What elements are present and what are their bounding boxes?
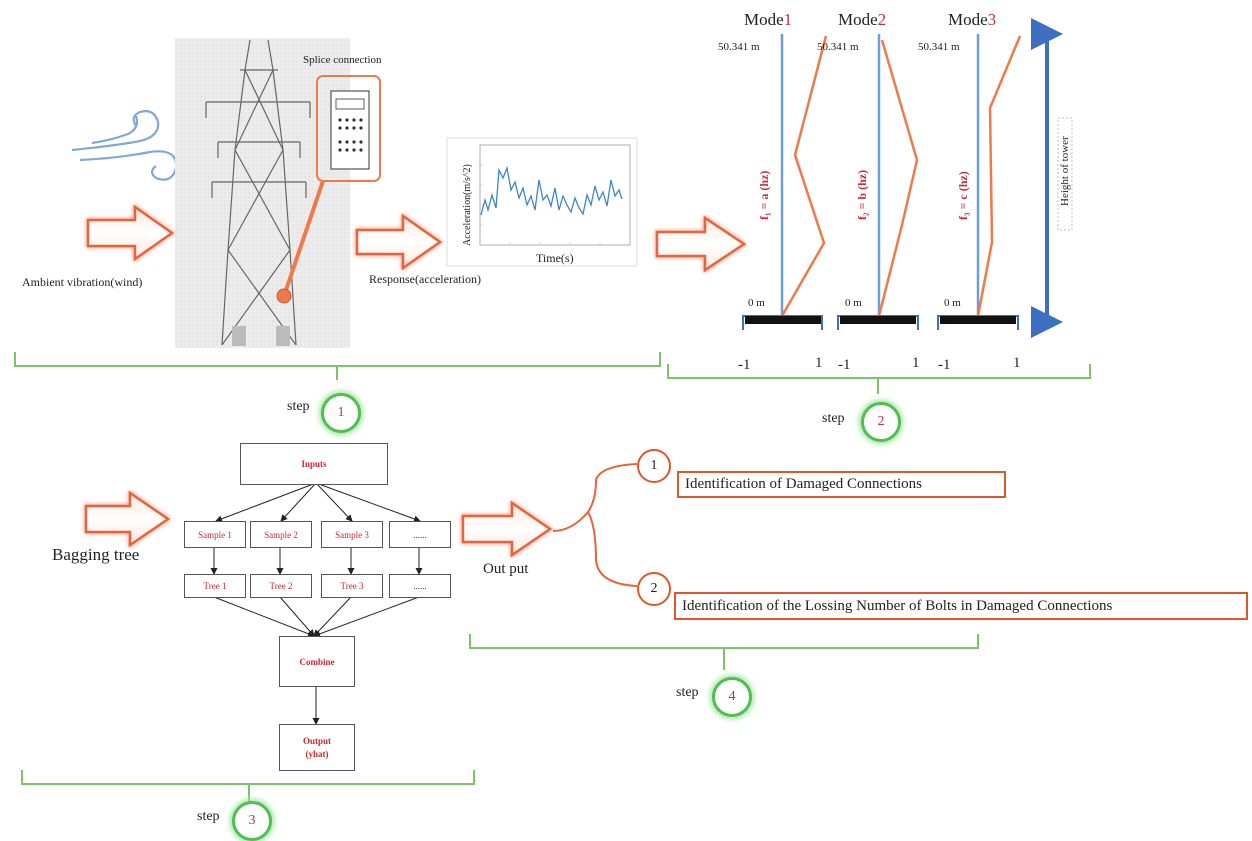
mode-2-axis-max: 1 bbox=[912, 355, 920, 371]
arrow-tower-to-response bbox=[355, 213, 443, 271]
output-2-number: 2 bbox=[650, 581, 658, 596]
tree-3-box: Tree 3 bbox=[321, 574, 383, 598]
step-3-badge: 3 bbox=[232, 801, 272, 841]
output-brace-upper bbox=[552, 463, 638, 532]
step-3-word: step bbox=[197, 809, 220, 824]
bracket-step-1 bbox=[14, 352, 661, 380]
step-4-number: 4 bbox=[728, 689, 736, 704]
step-2-badge: 2 bbox=[861, 402, 901, 442]
wind-icon bbox=[71, 110, 178, 181]
splice-leader-line bbox=[282, 180, 325, 297]
acceleration-chart bbox=[446, 137, 638, 267]
mode-1-title: Mode1 bbox=[744, 10, 793, 29]
mode-2-axis-min: -1 bbox=[838, 357, 851, 373]
mode-1-bottom-label: 0 m bbox=[748, 297, 765, 309]
output-box-line-2: (yhat) bbox=[305, 748, 329, 759]
mode-2-title: Mode2 bbox=[838, 10, 887, 29]
step-4-word: step bbox=[676, 685, 699, 700]
step-1-badge: 1 bbox=[321, 393, 361, 433]
tower-photo bbox=[175, 38, 350, 348]
output-1-box: Identification of Damaged Connections bbox=[677, 471, 1006, 498]
step-2-word: step bbox=[822, 411, 845, 426]
output-box-line-1: Output bbox=[302, 735, 331, 746]
tree-more-box: ...... bbox=[389, 574, 451, 598]
sample-more-box: ...... bbox=[389, 521, 451, 548]
flowchart-connectors bbox=[210, 482, 423, 725]
mode-2-top-label: 50.341 m bbox=[817, 41, 859, 53]
mode-3-axis-max: 1 bbox=[1013, 355, 1021, 371]
output-1-number-badge: 1 bbox=[637, 449, 671, 483]
mode-2-bottom-label: 0 m bbox=[845, 297, 862, 309]
mode-2-plot bbox=[837, 34, 919, 330]
mode-3-bottom-label: 0 m bbox=[944, 297, 961, 309]
bracket-step-2 bbox=[667, 364, 1091, 394]
step-1-word: step bbox=[287, 399, 310, 414]
output-2-box: Identification of the Lossing Number of … bbox=[674, 592, 1248, 620]
step-4-badge: 4 bbox=[712, 677, 752, 717]
mode-1-axis-max: 1 bbox=[815, 355, 823, 371]
bagging-tree-label: Bagging tree bbox=[52, 545, 140, 564]
mode-3-axis-min: -1 bbox=[938, 357, 951, 373]
ambient-vibration-label: Ambient vibration(wind) bbox=[22, 275, 143, 289]
output-box: Output (yhat) bbox=[279, 724, 355, 771]
mode-3-title: Mode3 bbox=[948, 10, 997, 29]
output-2-number-badge: 2 bbox=[637, 572, 671, 606]
arrow-to-bagging bbox=[84, 490, 171, 548]
output-brace-lower bbox=[587, 511, 638, 587]
sample-2-box: Sample 2 bbox=[250, 521, 312, 548]
sample-3-box: Sample 3 bbox=[321, 521, 383, 548]
out-put-label: Out put bbox=[483, 561, 529, 577]
mode-1-plot bbox=[742, 34, 828, 330]
acceleration-series bbox=[480, 165, 623, 216]
sample-1-box: Sample 1 bbox=[184, 521, 246, 548]
mode-1-top-label: 50.341 m bbox=[718, 41, 760, 53]
splice-callout-frame bbox=[316, 75, 381, 182]
chart-ylabel: Acceleration(m/s^2) bbox=[462, 164, 473, 246]
bracket-step-4 bbox=[469, 634, 979, 670]
arrow-wind-to-tower bbox=[86, 204, 175, 262]
mode-3-frequency-label: f₃ = c (hz) bbox=[956, 171, 970, 220]
step-3-number: 3 bbox=[248, 813, 256, 828]
mode-3-plot bbox=[937, 34, 1022, 330]
step-1-number: 1 bbox=[337, 405, 345, 420]
response-label: Response(acceleration) bbox=[369, 272, 481, 286]
inputs-box: Inputs bbox=[240, 443, 388, 485]
splice-connection-icon bbox=[330, 90, 370, 170]
tree-1-box: Tree 1 bbox=[184, 574, 246, 598]
tower-icon bbox=[205, 39, 311, 346]
tree-2-box: Tree 2 bbox=[250, 574, 312, 598]
mode-3-top-label: 50.341 m bbox=[918, 41, 960, 53]
step-2-number: 2 bbox=[877, 414, 885, 429]
arrow-to-output bbox=[461, 500, 553, 558]
combine-box: Combine bbox=[279, 636, 355, 687]
mode-1-frequency-label: f₁ = a (hz) bbox=[757, 170, 771, 220]
splice-location-dot bbox=[276, 288, 292, 304]
mode-2-frequency-label: f₂ = b (hz) bbox=[855, 169, 869, 220]
arrow-response-to-modes bbox=[655, 215, 747, 273]
height-label-frame bbox=[1057, 117, 1073, 231]
chart-xlabel: Time(s) bbox=[536, 251, 574, 265]
mode-1-axis-min: -1 bbox=[738, 357, 751, 373]
height-of-tower-label: Height of tower bbox=[1059, 136, 1071, 206]
splice-connection-label: Splice connection bbox=[303, 54, 382, 66]
output-1-number: 1 bbox=[650, 458, 658, 473]
